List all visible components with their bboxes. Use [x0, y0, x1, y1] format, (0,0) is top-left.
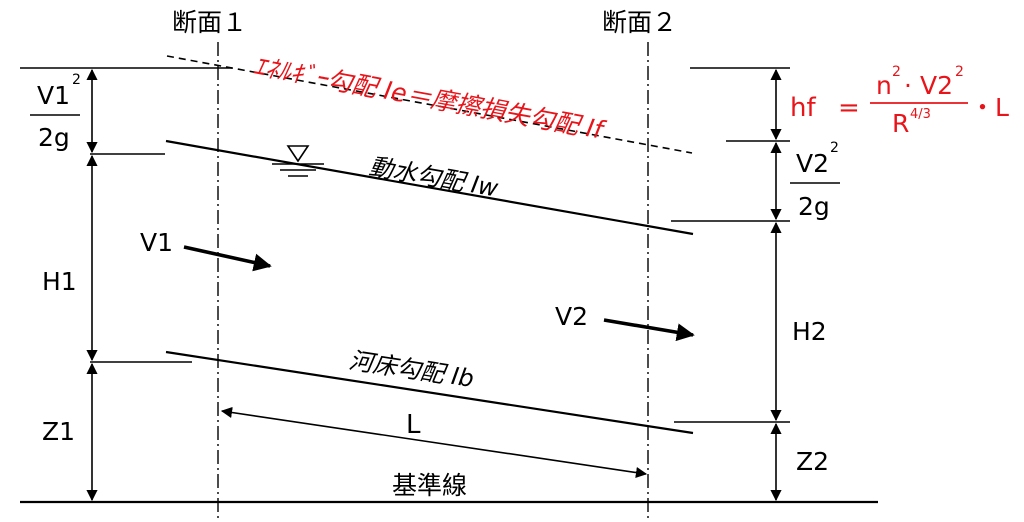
head-loss-formula: hf = n 2 · V2 2 R 4/3 ・L	[790, 64, 1009, 138]
velocity-head2-fraction: V2 2 2g	[790, 140, 840, 221]
formula-times-l: ・L	[970, 93, 1009, 122]
velocity-head1-numerator: V1	[37, 81, 70, 110]
formula-dot: ·	[904, 71, 912, 100]
formula-r: R	[892, 109, 909, 138]
velocity2-label: V2	[555, 302, 588, 331]
formula-v: V2	[920, 71, 953, 100]
water-surface-symbol	[272, 145, 324, 177]
formula-equals: =	[838, 93, 860, 123]
formula-lhs: hf	[790, 93, 816, 123]
length-dimension-arrow	[220, 406, 648, 479]
hydraulic-gradient-line	[165, 139, 694, 236]
velocity-head2-numerator: V2	[796, 149, 829, 178]
length-label: L	[406, 410, 421, 440]
elevation1-label: Z1	[42, 417, 75, 446]
bed-gradient-label: 河床勾配 Ib	[347, 346, 476, 393]
velocity2-arrow	[603, 318, 695, 342]
velocity-head1-exponent: 2	[72, 72, 81, 88]
section1-label: 断面１	[172, 8, 247, 37]
formula-v-exponent: 2	[955, 64, 964, 80]
depth1-label: H1	[42, 267, 77, 296]
energy-gradient-line	[166, 55, 693, 154]
velocity-head1-denominator: 2g	[38, 123, 70, 152]
velocity-head1-fraction: V1 2 2g	[30, 72, 81, 152]
datum-label: 基準線	[392, 471, 467, 500]
velocity1-label: V1	[140, 228, 173, 257]
formula-r-exponent: 4/3	[910, 107, 931, 122]
velocity1-arrow	[183, 245, 272, 272]
formula-n: n	[876, 71, 892, 100]
formula-n-exponent: 2	[892, 64, 901, 80]
velocity-head2-denominator: 2g	[798, 192, 830, 221]
energy-gradient-label: ｴﾈﾙｷﾞｰ勾配 Ie＝摩擦損失勾配 If	[251, 51, 608, 145]
depth2-label: H2	[792, 317, 827, 346]
elevation2-label: Z2	[796, 447, 829, 476]
section2-label: 断面２	[602, 8, 677, 37]
hydraulic-gradient-label: 動水勾配 Iw	[367, 152, 501, 202]
velocity-head2-exponent: 2	[830, 140, 839, 156]
